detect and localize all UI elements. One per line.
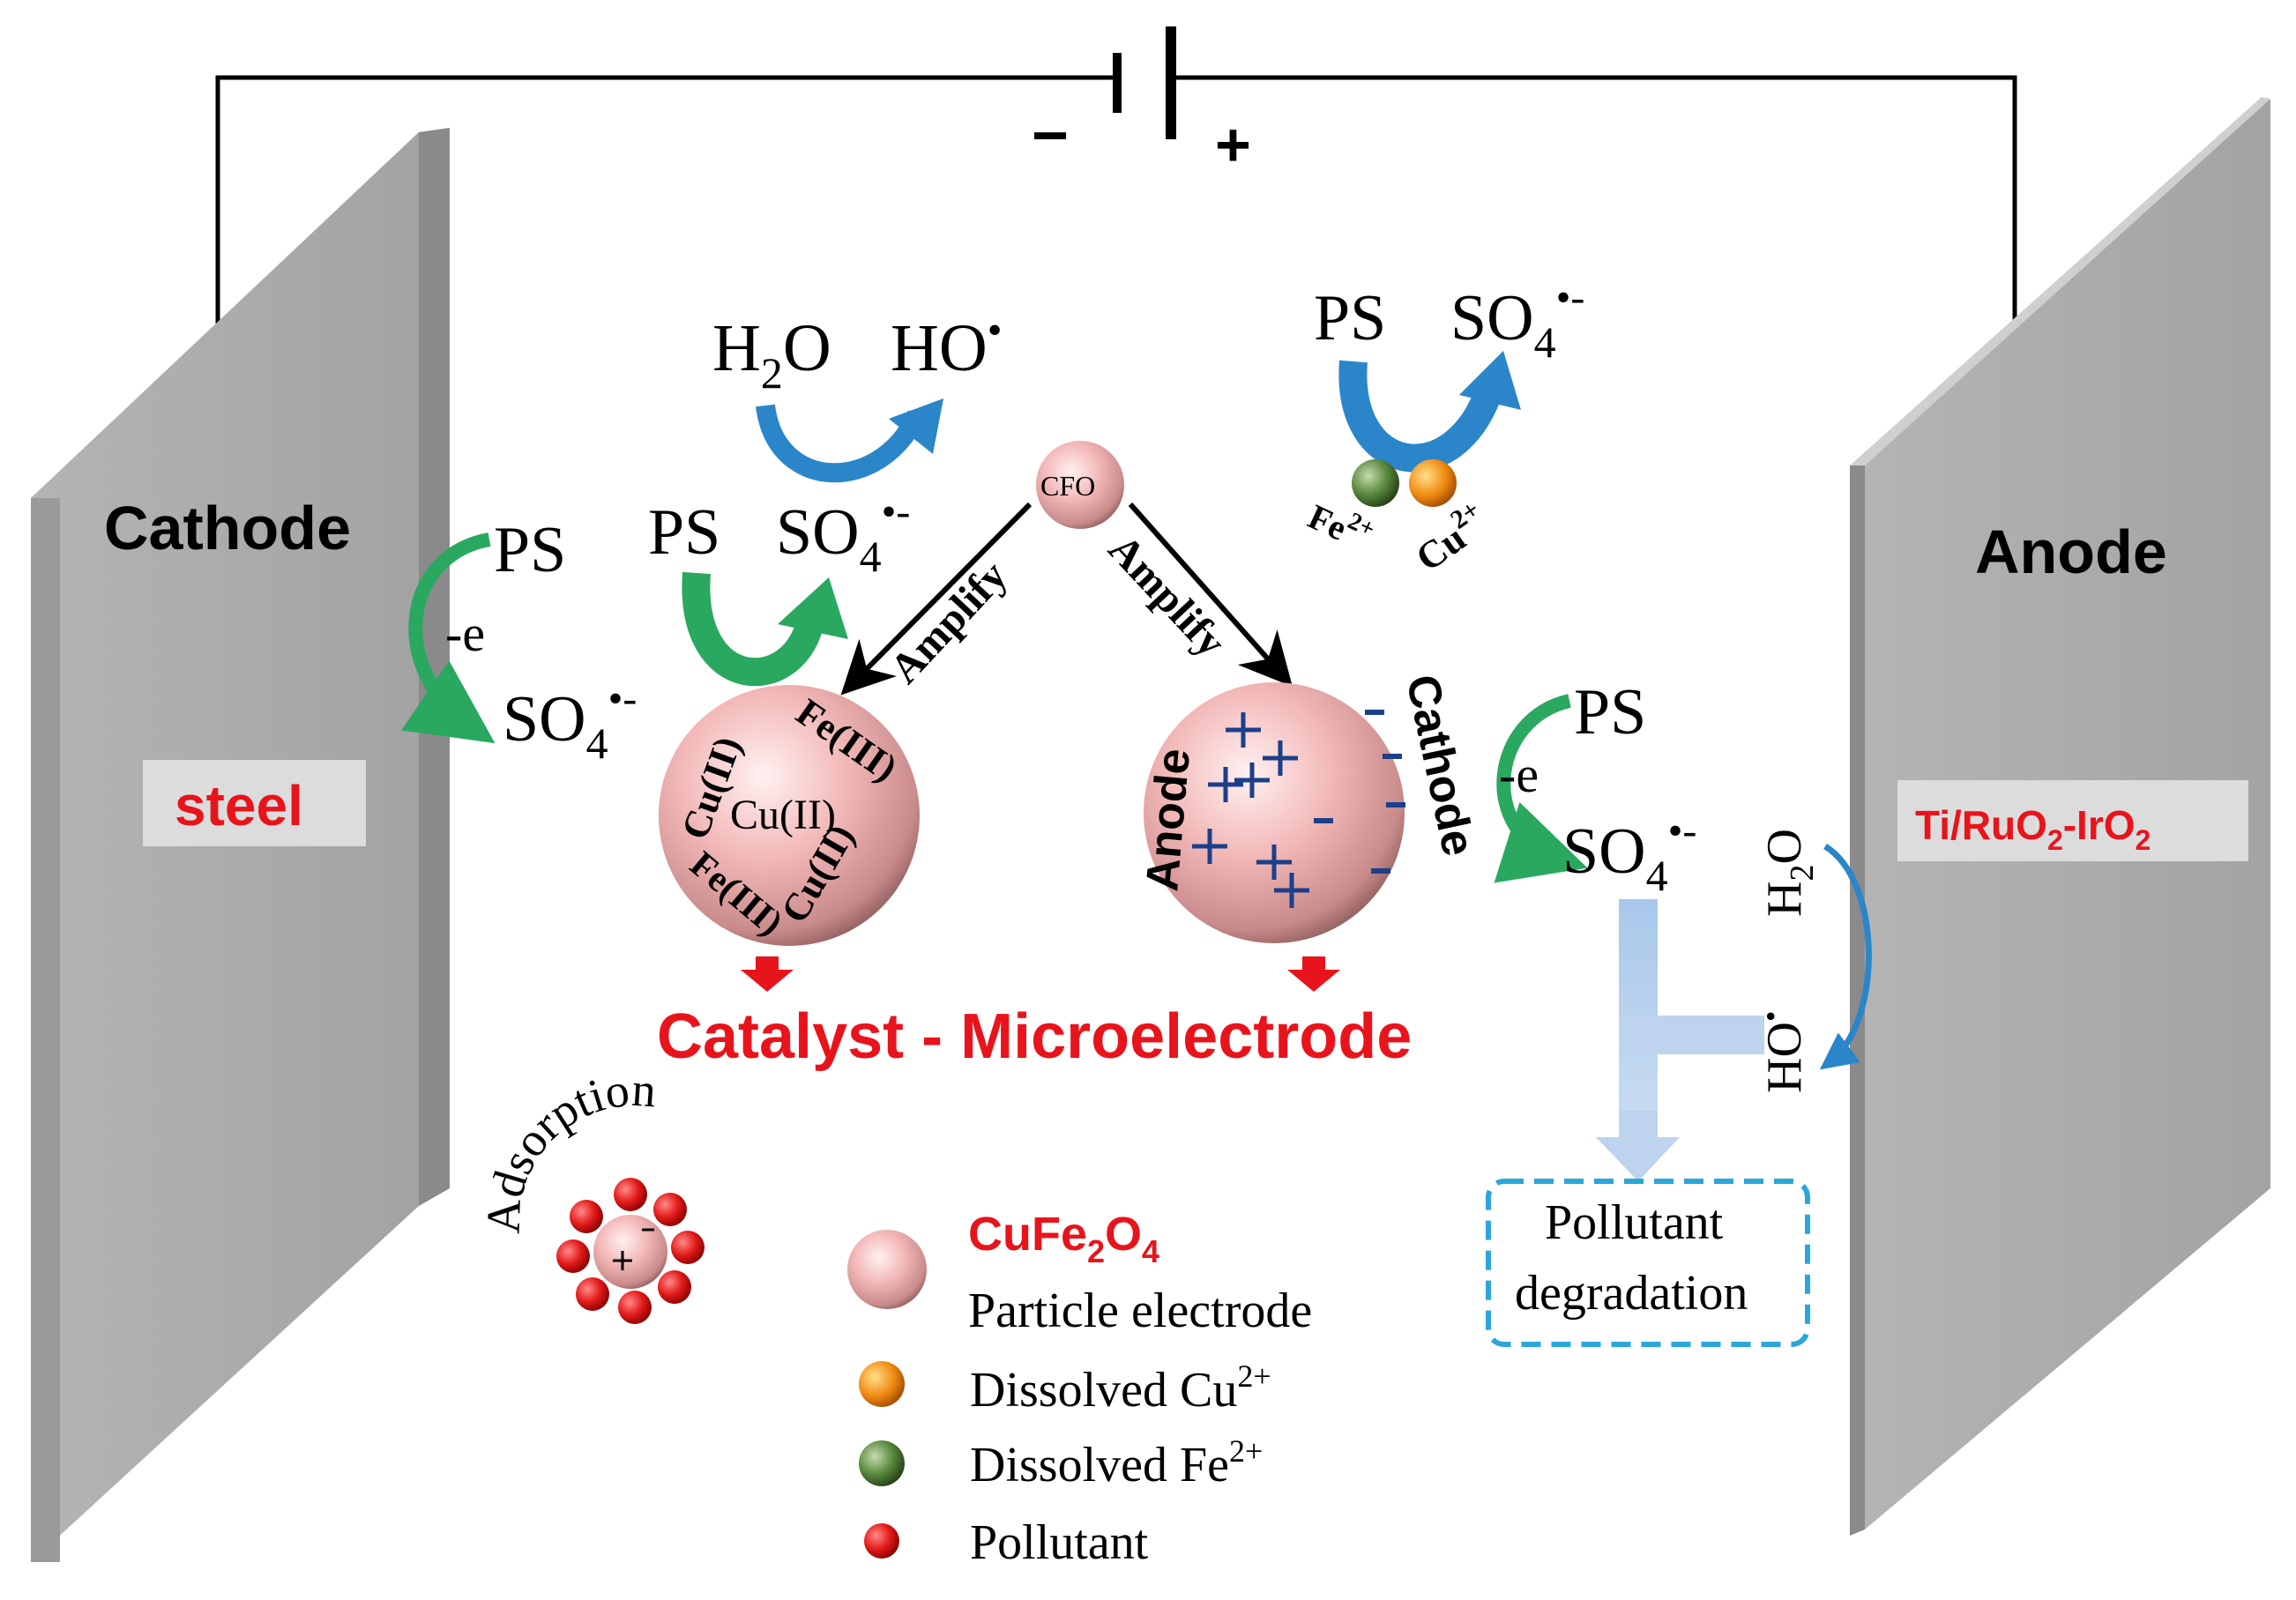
ho-top-label: HO• — [891, 307, 1003, 385]
h2o-right-label: H2O — [1757, 829, 1821, 917]
cfo-label: CFO — [1040, 470, 1095, 502]
pollutant-legend-icon — [864, 1523, 899, 1559]
catalyst-particle — [659, 685, 920, 946]
ion-activation-arrow — [1338, 360, 1504, 473]
catalyst-microelectrode-label: Catalyst - Microelectrode — [657, 1001, 1412, 1072]
battery-icon — [1113, 26, 1176, 139]
cathode-material-label: steel — [175, 774, 303, 837]
ho-right-label: HO• — [1753, 1011, 1812, 1094]
cathode-title: Cathode — [104, 494, 351, 562]
legend-item-particle-electrode: Particle electrode — [968, 1284, 1312, 1338]
cathode-plate — [31, 128, 450, 1562]
fe-ion-icon — [1352, 459, 1399, 507]
anode-material-box — [1897, 780, 2248, 861]
catalyst-activation-arrowhead — [778, 577, 848, 639]
microelectrode-down-arrow — [1287, 956, 1340, 992]
cfo-particle-icon — [1036, 441, 1124, 529]
anode-title: Anode — [1975, 517, 2167, 586]
anode-water-arrow — [1819, 844, 1872, 1070]
cu-ion-label: Cu2+ — [1405, 495, 1497, 580]
anode-so4-label: SO4•- — [1562, 807, 1696, 900]
positive-charges — [1192, 712, 1309, 908]
negative-charges — [1314, 710, 1405, 874]
legend-item-cu: Dissolved Cu2+ — [970, 1358, 1271, 1418]
legend-item-pollutant: Pollutant — [970, 1515, 1149, 1570]
anode-material-label: Ti/RuO2-IrO2 — [1915, 802, 2151, 856]
legend: CuFe2O4 Particle electrode Dissolved Cu2… — [847, 1208, 1312, 1570]
fe-ion-legend-icon — [859, 1440, 905, 1486]
water-oxidation-arrow — [756, 404, 927, 483]
catalyst-ps-label: PS — [648, 496, 720, 569]
cathode-so4-label: SO4•- — [503, 675, 637, 768]
adsorption-icon — [556, 1178, 704, 1324]
legend-item-fe: Dissolved Fe2+ — [970, 1433, 1263, 1492]
microelectrode-cathode-label: Cathode — [1396, 670, 1484, 860]
catalyst-label-center: Cu(II) — [730, 792, 836, 838]
cathode-minus-e-label: -e — [445, 605, 485, 662]
pollutant-degradation-box — [1486, 1179, 1810, 1347]
particle-electrode-icon — [847, 1230, 927, 1309]
pollutant-box-line1: Pollutant — [1545, 1195, 1724, 1250]
circuit-wire — [215, 75, 2017, 339]
cu-ion-legend-icon — [859, 1361, 905, 1407]
battery-minus-label: − — [1032, 100, 1069, 171]
battery-plus-label: + — [1215, 110, 1251, 179]
cu-ion-icon — [1409, 459, 1457, 507]
anode-oxidation-arrow — [1494, 694, 1588, 883]
legend-title: CuFe2O4 — [968, 1208, 1159, 1269]
cathode-ps-label: PS — [494, 514, 566, 586]
water-oxidation-arrowhead — [889, 398, 943, 454]
h2o-top-label: H2O — [712, 311, 831, 398]
anode-ps-label: PS — [1574, 676, 1646, 748]
catalyst-down-arrow — [741, 956, 794, 992]
microelectrode-anode-label: Anode — [1137, 747, 1200, 893]
amplify-right-arrow — [1128, 502, 1293, 687]
ion-so4-label: SO4•- — [1450, 274, 1584, 367]
microelectrode-particle — [1144, 682, 1405, 943]
amplify-left-arrow — [840, 502, 1032, 696]
cathode-reduction-arrow — [401, 532, 496, 744]
catalyst-so4-label: SO4•- — [776, 488, 910, 581]
pollutant-box-line2: degradation — [1515, 1266, 1748, 1321]
catalyst-activation-arrow — [682, 571, 825, 687]
anode-minus-e-label: -e — [1499, 746, 1539, 803]
cathode-material-box — [143, 760, 366, 846]
ion-activation-arrowhead — [1459, 351, 1521, 410]
ion-ps-label: PS — [1314, 282, 1386, 354]
amplify-left-label: Amplify — [881, 552, 1016, 692]
degradation-flow-arrow — [1596, 899, 1764, 1181]
